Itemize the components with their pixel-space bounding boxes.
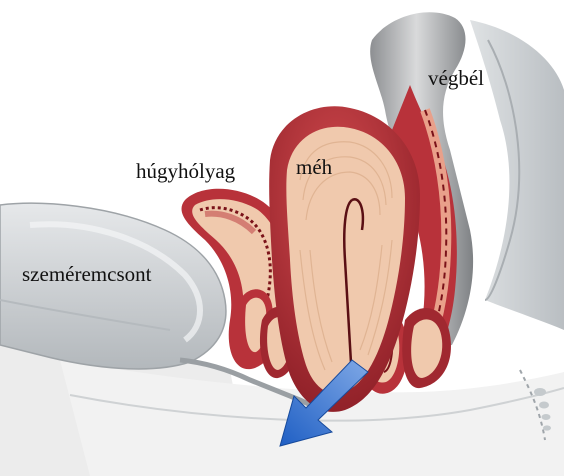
rectum-label: végbél [428,68,484,89]
pubic-bone [0,203,226,369]
pubic-bone-label: szeméremcsont [22,264,151,285]
uterus-label: méh [296,157,332,178]
bladder-label: húgyhólyag [136,161,235,182]
